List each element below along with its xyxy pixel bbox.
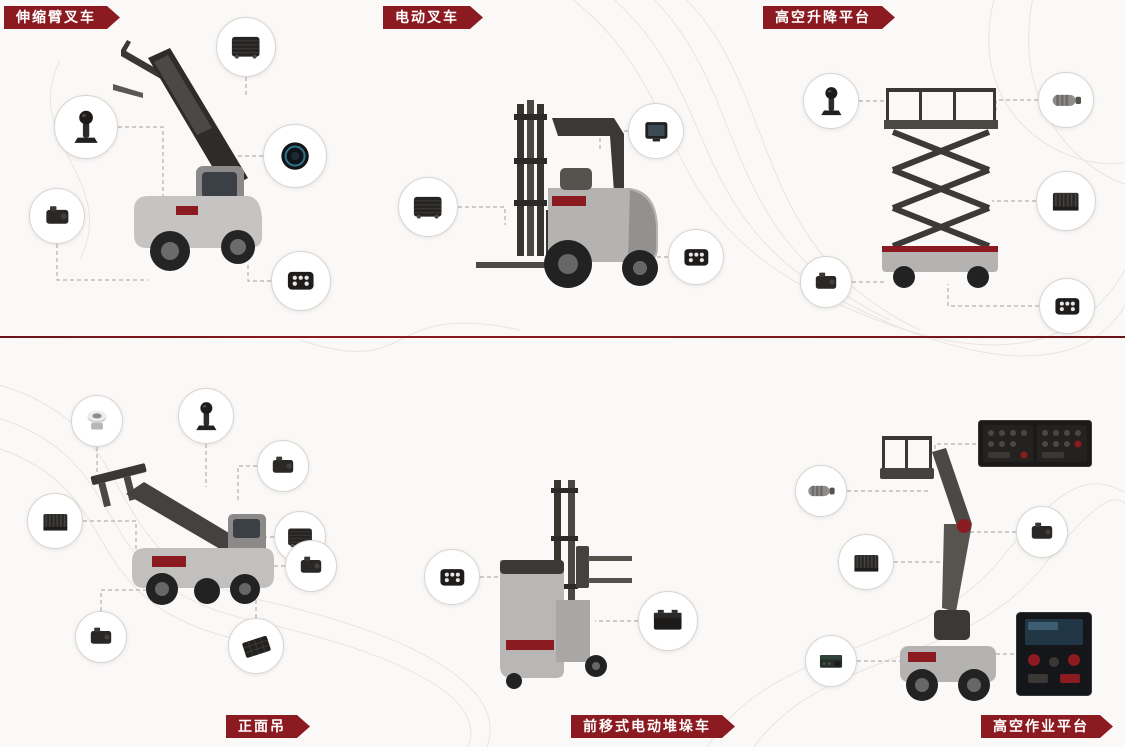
wiring-connector-pad-icon — [1039, 278, 1095, 334]
power-module-icon — [27, 493, 83, 549]
electronic-module-icon — [257, 440, 309, 492]
section-label-reach-stacker: 正面吊 — [226, 715, 310, 738]
control-panel-strip — [978, 420, 1092, 467]
power-module-icon — [838, 534, 894, 590]
round-display-icon — [263, 124, 327, 188]
boom-lift-illustration — [880, 436, 996, 701]
operator-joystick-icon — [178, 388, 234, 444]
control-unit-icon — [75, 611, 127, 663]
section-label-text: 高空作业平台 — [993, 718, 1089, 734]
control-joystick-icon — [803, 73, 859, 129]
section-label-reach-electric-stacker: 前移式电动堆垛车 — [571, 715, 735, 738]
bearing-ring-icon — [71, 395, 123, 447]
drive-motor-icon — [795, 465, 847, 517]
membrane-keypad-icon — [228, 618, 284, 674]
reach-stacker-illustration — [90, 463, 274, 605]
section-label-text: 高空升降平台 — [775, 9, 871, 25]
electronic-module-icon — [1016, 506, 1068, 558]
section-label-text: 电动叉车 — [395, 9, 459, 25]
section-divider — [0, 336, 1125, 338]
drive-motor-icon — [1038, 72, 1094, 128]
section-label-aerial-work-platform: 高空作业平台 — [981, 715, 1113, 738]
section-label-aerial-lifting-platform: 高空升降平台 — [763, 6, 895, 29]
pcb-module-icon — [805, 635, 857, 687]
dash-display-icon — [628, 103, 684, 159]
reach-truck-illustration — [500, 480, 632, 689]
section-label-text: 正面吊 — [238, 718, 286, 734]
section-label-text: 前移式电动堆垛车 — [583, 718, 711, 734]
motor-controller-icon — [398, 177, 458, 237]
power-module-icon — [1036, 171, 1096, 231]
section-label-telescopic-boom-forklift: 伸缩臂叉车 — [4, 6, 120, 29]
section-label-text: 伸缩臂叉车 — [16, 9, 96, 25]
operator-joystick-icon — [54, 95, 118, 159]
section-label-electric-forklift: 电动叉车 — [383, 6, 483, 29]
battery-module-icon — [638, 591, 698, 651]
scissor-lift-illustration — [882, 88, 998, 288]
electronic-module-2-icon — [285, 540, 337, 592]
electronic-module-icon — [800, 256, 852, 308]
wiring-connector-pad-icon — [424, 549, 480, 605]
controller-module-icon — [216, 17, 276, 77]
electronic-module-icon — [29, 188, 85, 244]
display-control-box — [1016, 612, 1092, 696]
connector-lines — [56, 77, 1039, 662]
wiring-connector-pad-icon — [271, 251, 331, 311]
wiring-connector-pad-icon — [668, 229, 724, 285]
